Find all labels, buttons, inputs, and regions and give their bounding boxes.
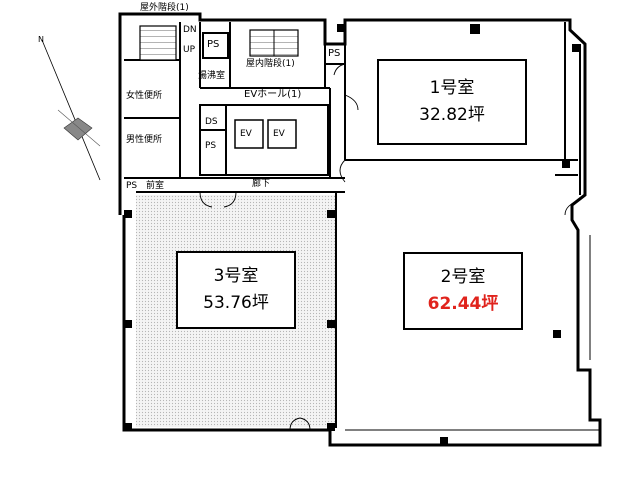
label-corridor: 廊下 xyxy=(252,179,271,189)
room-1-box: 1号室 32.82坪 xyxy=(377,59,527,145)
north-arrow-icon: N xyxy=(38,35,101,181)
outdoor-stairs-icon xyxy=(139,25,177,61)
label-ev-hall: EVホール(1) xyxy=(244,89,302,100)
room-1-area: 32.82坪 xyxy=(419,105,485,125)
room-1-name: 1号室 xyxy=(429,77,475,98)
outer-wall xyxy=(118,12,602,447)
label-ev-2: EV xyxy=(273,129,285,139)
label-ev-1: EV xyxy=(240,129,252,139)
elevator-car-1 xyxy=(234,119,264,149)
label-ps-2: PS xyxy=(328,48,341,59)
svg-text:N: N xyxy=(38,35,44,44)
structural-columns xyxy=(124,24,580,445)
windows xyxy=(345,60,600,431)
elevator-car-2 xyxy=(267,119,297,149)
label-ps-1: PS xyxy=(207,39,220,50)
label-kitchenette: 湯沸室 xyxy=(198,71,226,81)
room-2-area: 62.44坪 xyxy=(427,294,499,314)
room-3-name: 3号室 xyxy=(213,265,259,286)
room-3-area: 53.76坪 xyxy=(203,293,269,313)
label-ps-3: PS xyxy=(205,141,217,151)
room-2-box: 2号室 62.44坪 xyxy=(403,252,523,330)
label-indoor-stairs: 屋内階段(1) xyxy=(246,59,295,69)
label-outdoor-stairs: 屋外階段(1) xyxy=(140,3,189,13)
label-dn: DN xyxy=(183,25,197,35)
label-mens-restroom: 男性便所 xyxy=(126,135,163,145)
label-antechamber: 前室 xyxy=(146,181,165,191)
label-ps-4: PS xyxy=(126,181,138,191)
room-3-box: 3号室 53.76坪 xyxy=(176,251,296,329)
label-ds: DS xyxy=(205,117,218,127)
door-swings xyxy=(199,63,581,431)
room-2-name: 2号室 xyxy=(440,266,486,287)
label-womens-restroom: 女性便所 xyxy=(126,91,163,101)
label-up: UP xyxy=(183,45,196,55)
